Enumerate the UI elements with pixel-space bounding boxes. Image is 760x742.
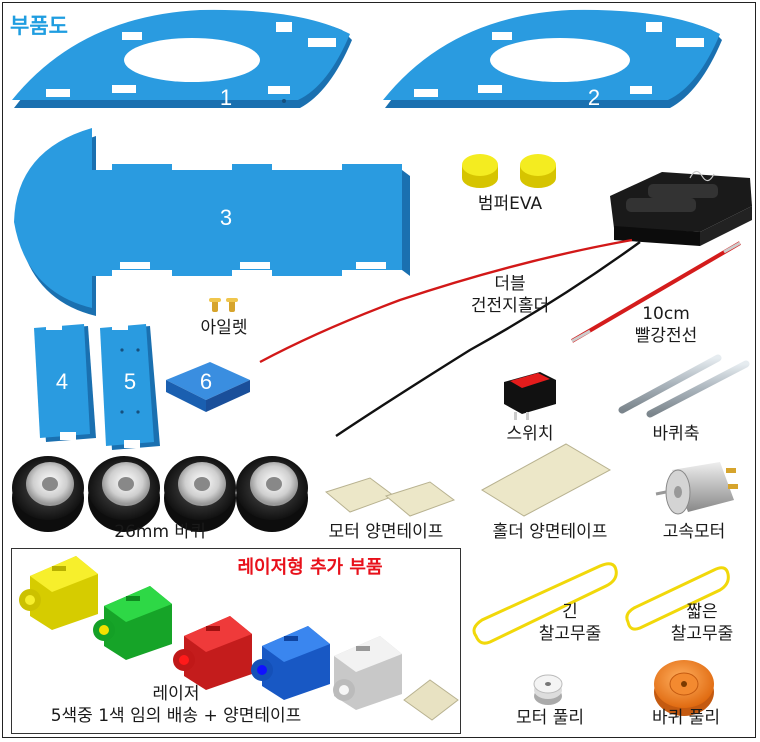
label-battery-holder-1: 더블 (494, 274, 526, 294)
laser-white (333, 636, 402, 710)
label-battery-holder-2: 건전지홀더 (470, 296, 550, 316)
label-long-band-1: 긴 (562, 602, 578, 622)
foam-panel-1 (12, 9, 352, 108)
red-wire (259, 238, 633, 364)
label-motor-tape: 모터 양면테이프 (328, 522, 444, 542)
label-red-wire-1: 10cm (642, 304, 690, 324)
red-wire-10cm (570, 241, 742, 343)
label-motor-pulley: 모터 풀리 (516, 708, 584, 728)
foam-panel-2 (383, 9, 722, 108)
foam-block-6 (166, 362, 250, 412)
label-wheel-pulley: 바퀴 풀리 (652, 708, 720, 728)
panel-number-2: 2 (587, 85, 601, 110)
label-axle: 바퀴축 (652, 424, 700, 444)
laser-extras-box (11, 548, 461, 734)
high-speed-motor (655, 462, 738, 515)
panel-number-1: 1 (219, 85, 233, 110)
panel-number-5: 5 (123, 369, 137, 394)
laser-tape (403, 679, 459, 721)
label-switch: 스위치 (506, 424, 554, 444)
black-wire (335, 241, 641, 437)
rocker-switch (504, 372, 556, 420)
panel-number-6: 6 (199, 369, 213, 394)
panel-number-4: 4 (55, 369, 69, 394)
laser-blue (251, 626, 330, 700)
long-rubber-band (472, 562, 618, 645)
wheel-axles (618, 354, 750, 418)
laser-yellow (19, 556, 98, 630)
laser-caption-1: 레이저 (152, 684, 200, 704)
laser-caption-2: 5색중 1색 임의 배송 + 양면테이프 (50, 706, 302, 726)
label-holder-tape: 홀더 양면테이프 (492, 522, 608, 542)
label-eyelet: 아일렛 (200, 318, 248, 338)
label-motor: 고속모터 (662, 522, 726, 542)
holder-tape (481, 443, 612, 517)
label-wheels: 26mm 바퀴 (114, 522, 206, 542)
short-rubber-band (625, 566, 730, 631)
label-bumper: 범퍼EVA (477, 194, 543, 214)
page-title: 부품도 (10, 14, 68, 38)
laser-section-title: 레이저형 추가 부품 (237, 557, 383, 578)
label-long-band-2: 찰고무줄 (538, 624, 602, 644)
motor-pulley (533, 674, 563, 705)
eyelets (209, 298, 238, 312)
label-short-band-1: 짧은 (686, 602, 718, 622)
panel-number-3: 3 (219, 205, 233, 230)
laser-red (173, 616, 252, 690)
wheels (12, 456, 308, 532)
foam-panel-4 (34, 322, 96, 442)
wheel-pulley (654, 660, 714, 716)
motor-tapes (324, 477, 456, 517)
label-short-band-2: 찰고무줄 (670, 624, 734, 644)
battery-holder (610, 170, 752, 246)
laser-green (93, 586, 172, 660)
foam-panel-3 (14, 128, 410, 316)
label-red-wire-2: 빨강전선 (634, 326, 698, 346)
bumper-eva-discs (462, 154, 556, 188)
foam-panel-5 (100, 322, 160, 450)
